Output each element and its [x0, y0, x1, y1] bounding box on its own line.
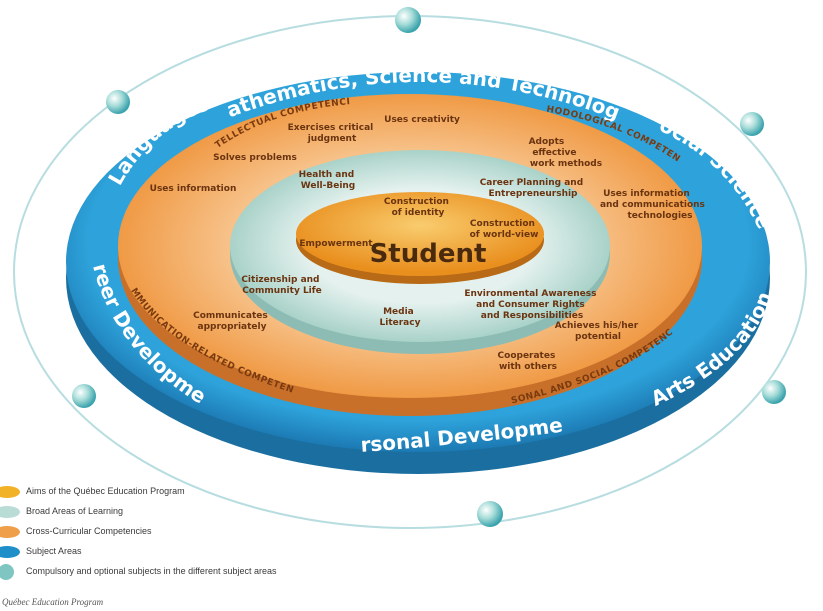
legend-label: Compulsory and optional subjects in the … — [26, 566, 277, 576]
broad-career-planning: Career Planning and Entrepreneurship — [480, 178, 587, 199]
comp-communicates: Communicates appropriately — [193, 311, 271, 332]
comp-exercises-critical: Exercises critical judgment — [288, 123, 377, 144]
comp-uses-creativity: Uses creativity — [384, 115, 460, 125]
comp-uses-information: Uses information — [150, 184, 237, 194]
legend-swatch-aims — [0, 486, 20, 498]
orb-right[interactable] — [762, 380, 786, 404]
broad-media: Media Literacy — [380, 307, 421, 328]
legend-swatch-subject-areas — [0, 546, 20, 558]
comp-cooperates: Cooperates with others — [498, 351, 559, 372]
broad-health: Health and Well-Being — [299, 170, 358, 191]
orb-top-right[interactable] — [740, 112, 764, 136]
legend-label: Subject Areas — [26, 546, 82, 556]
legend-label: Aims of the Québec Education Program — [26, 486, 185, 496]
legend-item: Broad Areas of Learning — [0, 502, 360, 522]
comp-solves-problems: Solves problems — [213, 153, 297, 163]
orb-top[interactable] — [395, 7, 421, 33]
aim-world-view: Construction of world-view — [470, 219, 539, 240]
legend-swatch-subjects — [0, 564, 14, 580]
broad-citizenship: Citizenship and Community Life — [241, 275, 322, 296]
aims-center — [296, 192, 544, 276]
comp-uses-ict: Uses information and communications tech… — [600, 189, 708, 221]
legend-swatch-broad-areas — [0, 506, 20, 518]
legend-item: Compulsory and optional subjects in the … — [0, 562, 360, 582]
subject-orbs — [72, 7, 786, 527]
legend-item: Aims of the Québec Education Program — [0, 482, 360, 502]
legend: Aims of the Québec Education Program Bro… — [0, 482, 360, 582]
legend-label: Cross-Curricular Competencies — [26, 526, 152, 536]
orb-top-left[interactable] — [106, 90, 130, 114]
aim-empowerment: Empowerment — [299, 239, 373, 249]
caption: Québec Education Program — [2, 597, 104, 607]
legend-swatch-competencies — [0, 526, 20, 538]
aim-identity: Construction of identity — [384, 197, 452, 218]
comp-adopts-methods: Adopts effective work methods — [529, 137, 603, 169]
legend-label: Broad Areas of Learning — [26, 506, 124, 516]
comp-achieves-potential: Achieves his/her potential — [555, 321, 642, 342]
orb-left[interactable] — [72, 384, 96, 408]
broad-environmental: Environmental Awareness and Consumer Rig… — [464, 289, 599, 321]
student-label: Student — [370, 239, 487, 269]
orb-bottom[interactable] — [477, 501, 503, 527]
legend-item: Cross-Curricular Competencies — [0, 522, 360, 542]
legend-item: Subject Areas — [0, 542, 360, 562]
